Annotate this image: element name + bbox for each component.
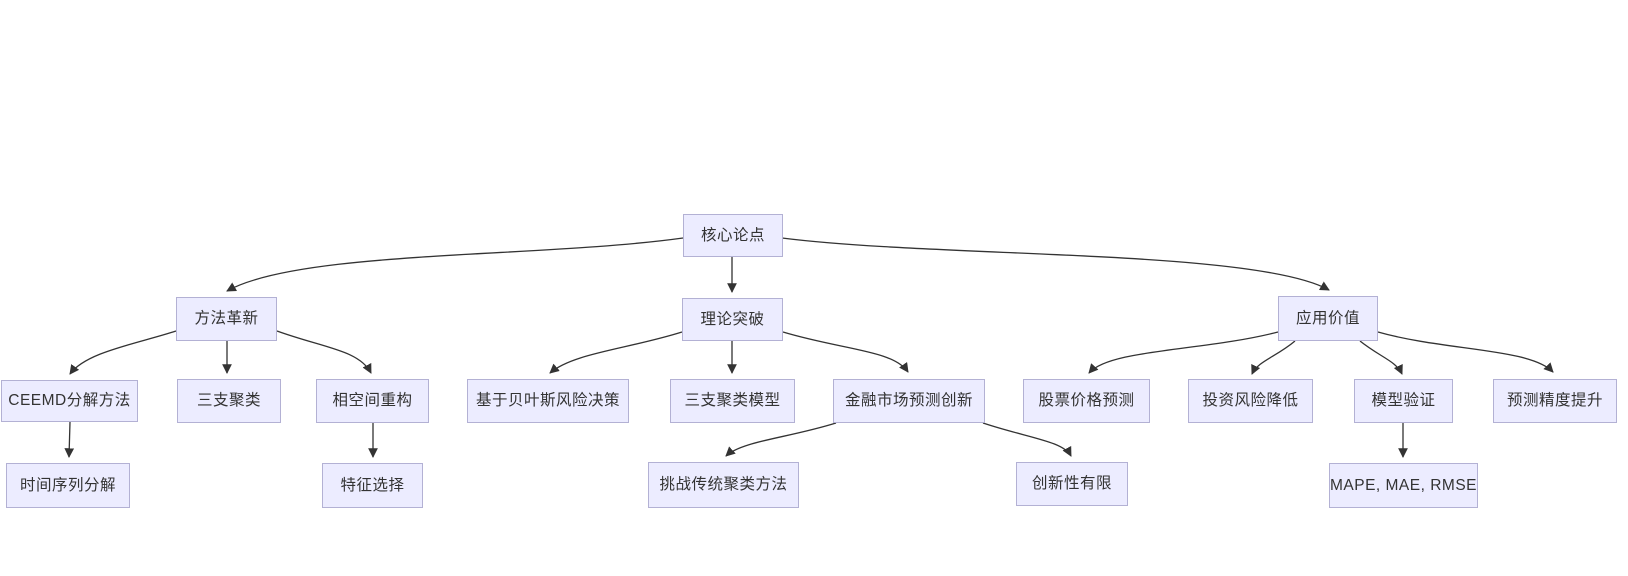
edge-root-method: [226, 237, 684, 292]
edge-theory-finance: [782, 331, 909, 373]
node-prediction-accuracy-improvement: 预测精度提升: [1493, 379, 1617, 423]
edge-finance-challenge: [725, 422, 837, 457]
node-investment-risk-reduction: 投资风险降低: [1188, 379, 1313, 423]
node-limited-innovation: 创新性有限: [1016, 462, 1128, 506]
edge-application-risk: [1251, 340, 1296, 375]
node-model-validation: 模型验证: [1354, 379, 1453, 423]
node-bayesian-risk-decision: 基于贝叶斯风险决策: [467, 379, 629, 423]
node-three-way-clustering-model: 三支聚类模型: [670, 379, 795, 423]
node-theory-breakthrough: 理论突破: [682, 298, 783, 341]
node-method-innovation: 方法革新: [176, 297, 277, 341]
node-core-thesis: 核心论点: [683, 214, 783, 257]
node-ceemd-decomposition: CEEMD分解方法: [1, 380, 138, 422]
node-three-way-clustering: 三支聚类: [177, 379, 281, 423]
node-time-series-decomposition: 时间序列分解: [6, 463, 130, 508]
node-application-value: 应用价值: [1278, 296, 1378, 341]
edge-theory-bayes: [549, 331, 683, 374]
edge-ceemd-timeseries: [64, 421, 75, 458]
node-challenge-traditional-clustering: 挑战传统聚类方法: [648, 462, 799, 508]
node-stock-price-prediction: 股票价格预测: [1023, 379, 1150, 423]
edge-finance-limited: [982, 422, 1072, 457]
edge-application-accuracy: [1377, 331, 1554, 373]
edge-application-stock: [1088, 331, 1279, 374]
edge-method-phasespace: [276, 330, 372, 374]
edge-root-application: [781, 237, 1330, 291]
node-feature-selection: 特征选择: [322, 463, 423, 508]
edge-method-ceemd: [69, 330, 177, 375]
node-phase-space-reconstruction: 相空间重构: [316, 379, 429, 423]
node-financial-market-prediction-innovation: 金融市场预测创新: [833, 379, 985, 423]
edge-application-validation: [1359, 340, 1403, 375]
node-error-metrics: MAPE, MAE, RMSE: [1329, 463, 1478, 508]
